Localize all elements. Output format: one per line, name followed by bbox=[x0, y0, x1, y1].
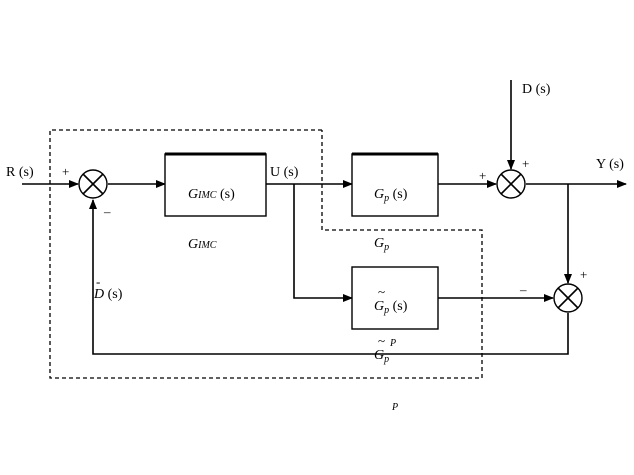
wire-control-to-model bbox=[293, 184, 353, 302]
label-control: U (s) bbox=[270, 165, 299, 180]
svg-text:~: ~ bbox=[378, 284, 385, 299]
sign-ref-plus: + bbox=[62, 164, 69, 179]
svg-text:Gp (s): Gp (s) bbox=[374, 187, 408, 204]
svg-text:D (s): D (s) bbox=[93, 287, 123, 302]
svg-text:Gp (s): Gp (s) bbox=[374, 299, 408, 316]
label-reference: R (s) bbox=[6, 165, 34, 180]
label-disturbance: D (s) bbox=[522, 82, 551, 97]
sign-model-minus: – bbox=[519, 282, 527, 297]
model-block: ~ Gp (s) bbox=[351, 266, 439, 330]
svg-text:-: - bbox=[96, 274, 100, 289]
svg-text:P: P bbox=[389, 338, 396, 349]
controller-boundary-dashed bbox=[49, 129, 483, 379]
sum-junction-disturbance bbox=[496, 169, 526, 199]
sign-dist-plus: + bbox=[522, 156, 529, 171]
controller-block: GIMC (s) bbox=[164, 152, 267, 217]
label-output: Y (s) bbox=[596, 157, 624, 172]
stray-label: P bbox=[391, 402, 398, 413]
sign-plant-plus: + bbox=[479, 168, 486, 183]
svg-text:GIMC (s): GIMC (s) bbox=[188, 187, 235, 202]
region-label-controller: GIMC bbox=[188, 237, 217, 252]
sign-feedback-minus: – bbox=[103, 204, 111, 219]
wire-feedback bbox=[89, 199, 569, 355]
svg-text:~: ~ bbox=[378, 333, 385, 348]
sum-junction-compare bbox=[553, 283, 583, 313]
sum-junction-reference bbox=[78, 169, 108, 199]
plant-block: Gp (s) bbox=[351, 152, 439, 217]
svg-text:Gp: Gp bbox=[374, 348, 389, 365]
region-label-plant: Gp bbox=[374, 236, 389, 253]
label-estimated-disturbance: - D (s) bbox=[93, 274, 123, 302]
region-label-model: ~ Gp P bbox=[374, 333, 396, 365]
sign-output-plus: + bbox=[580, 267, 587, 282]
